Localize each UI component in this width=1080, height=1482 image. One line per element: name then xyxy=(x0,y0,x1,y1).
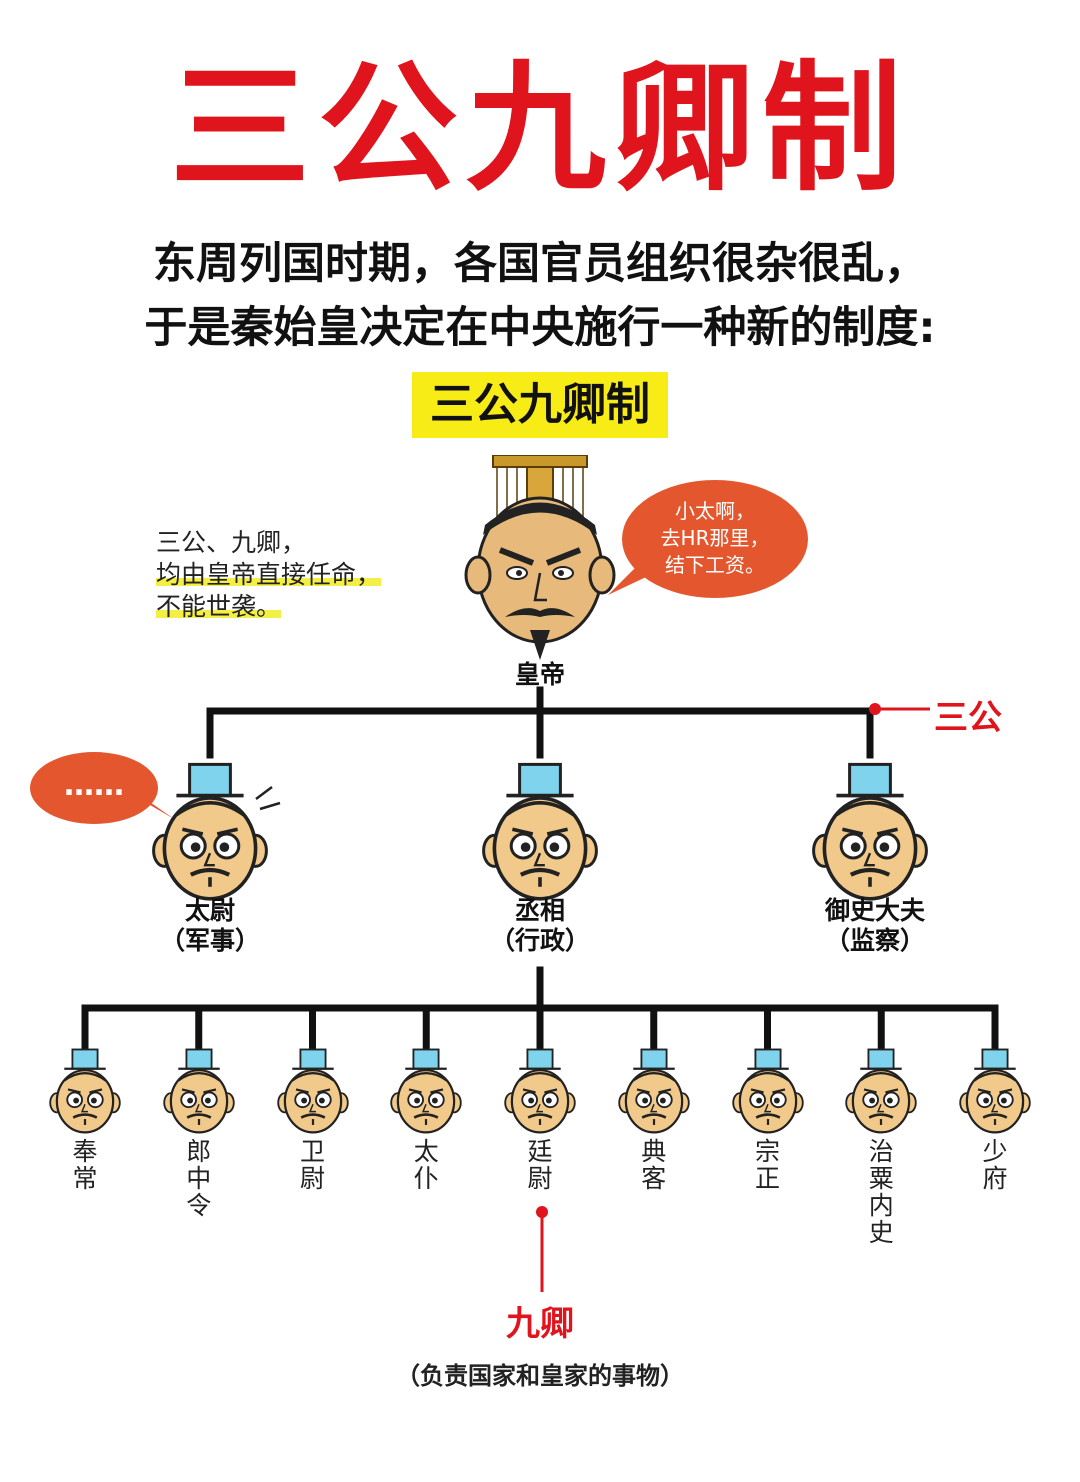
official-face-icon xyxy=(731,1048,804,1134)
emperor-speech-line-2: 去HR那里， xyxy=(660,526,770,550)
taiwei-speech-bubble: …… xyxy=(30,752,158,824)
sangong-name-chengxiang: 丞相 xyxy=(514,896,565,925)
official-face-icon xyxy=(49,1048,121,1134)
official-face-icon xyxy=(163,1048,235,1134)
official-face-icon xyxy=(959,1048,1031,1134)
worry-marks-icon xyxy=(255,786,281,811)
jiuqing-name: 卫尉 xyxy=(299,1137,325,1193)
taiwei-speech-text: …… xyxy=(64,768,124,803)
sangong-official-1 xyxy=(480,762,600,908)
official-face-icon xyxy=(812,762,928,901)
note-line-1: 三公、九卿， xyxy=(156,528,307,557)
sangong-role-taiwei: （军事） xyxy=(159,926,260,955)
emperor-speech-line-1: 小太啊， xyxy=(675,499,755,523)
jiuqing-official-7 xyxy=(844,1048,918,1139)
intro-line-1: 东周列国时期，各国官员组织很杂很乱， xyxy=(153,239,927,289)
sangong-official-0 xyxy=(150,762,270,908)
jiuqing-name: 少府 xyxy=(982,1137,1008,1193)
jiuqing-official-2 xyxy=(276,1048,350,1139)
jiuqing-name: 郎中令 xyxy=(186,1137,212,1220)
jiuqing-official-6 xyxy=(731,1048,805,1139)
official-face-icon xyxy=(482,762,598,901)
jiuqing-note: （负责国家和皇家的事物） xyxy=(396,1362,684,1390)
jiuqing-name: 太仆 xyxy=(413,1137,439,1193)
jiuqing-official-1 xyxy=(162,1048,236,1139)
jiuqing-official-5 xyxy=(617,1048,691,1139)
emperor-label: 皇帝 xyxy=(514,660,565,689)
jiuqing-official-0 xyxy=(48,1048,122,1139)
official-face-icon xyxy=(845,1048,917,1134)
official-face-icon xyxy=(152,762,268,901)
jiuqing-name: 廷尉 xyxy=(527,1137,553,1193)
highlight-container: 三公九卿制 xyxy=(0,372,1080,438)
official-face-icon xyxy=(618,1048,690,1134)
note-line-2: 均由皇帝直接任命， xyxy=(156,560,382,589)
official-face-icon xyxy=(276,1048,349,1134)
sangong-label: 三公 xyxy=(934,698,1002,738)
jiuqing-marker-dot xyxy=(536,1206,548,1218)
jiuqing-name: 治粟内史 xyxy=(868,1137,894,1247)
sangong-role-chengxiang: （行政） xyxy=(489,926,590,955)
jiuqing-label: 九卿 xyxy=(506,1304,574,1344)
official-face-icon xyxy=(390,1048,462,1134)
jiuqing-official-8 xyxy=(958,1048,1032,1139)
sangong-official-2 xyxy=(810,762,930,908)
sangong-name-taiwei: 太尉 xyxy=(184,896,235,925)
jiuqing-official-3 xyxy=(389,1048,463,1139)
emperor-speech-bubble: 小太啊， 去HR那里， 结下工资。 xyxy=(622,480,808,598)
note-line-3: 不能世袭。 xyxy=(156,592,282,621)
official-face-icon xyxy=(504,1048,576,1134)
page-title: 三公九卿制 xyxy=(169,48,910,211)
jiuqing-name: 奉常 xyxy=(72,1137,98,1193)
highlight-label: 三公九卿制 xyxy=(412,372,668,438)
taiwei-bubble-tail xyxy=(140,795,174,819)
jiuqing-official-4 xyxy=(503,1048,577,1139)
sangong-marker-dot xyxy=(869,703,881,715)
jiuqing-name: 宗正 xyxy=(754,1137,780,1193)
emperor-bubble-tail xyxy=(608,565,646,595)
sangong-role-yushidafu: （监察） xyxy=(824,926,925,955)
appointment-note: 三公、九卿， 均由皇帝直接任命， 不能世袭。 xyxy=(156,527,416,623)
sangong-name-yushidafu: 御史大夫 xyxy=(824,896,925,925)
jiuqing-name: 典客 xyxy=(641,1137,667,1193)
intro-line-2: 于是秦始皇决定在中央施行一种新的制度: xyxy=(144,303,936,353)
emperor-illustration xyxy=(464,455,616,660)
emperor-speech-line-3: 结下工资。 xyxy=(665,553,765,577)
